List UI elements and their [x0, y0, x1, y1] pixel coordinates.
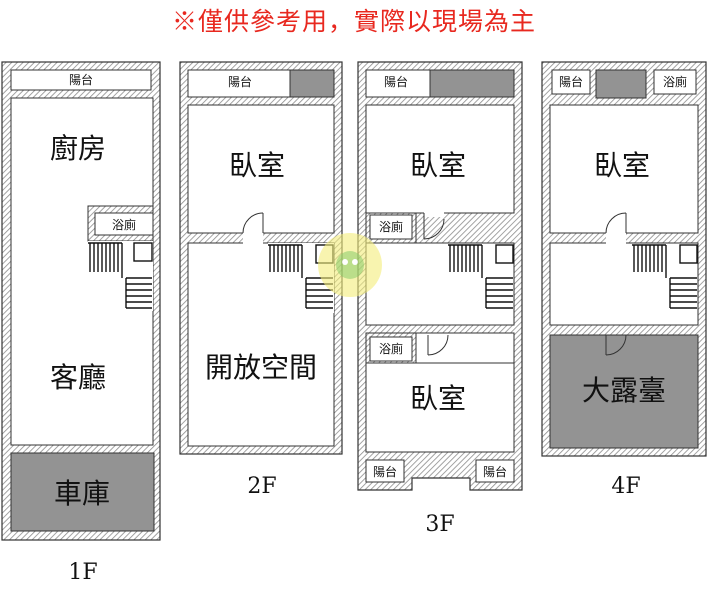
f3-bedroom-rear-label: 臥室 — [410, 382, 466, 415]
floor-1f — [1, 61, 161, 541]
f3-floor-label: 3F — [425, 512, 454, 537]
floor-2f — [179, 61, 343, 455]
f2-open-space-label: 開放空間 — [205, 351, 317, 384]
f3-bathroom-upper-label: 浴廁 — [379, 219, 403, 234]
f2-floor-label: 2F — [247, 474, 276, 499]
watermark-logo — [318, 233, 382, 297]
f4-terrace-label: 大露臺 — [582, 374, 666, 407]
f2-bedroom-label: 臥室 — [229, 149, 285, 182]
f4-bedroom-label: 臥室 — [594, 149, 650, 182]
f3-bathroom-lower-label: 浴廁 — [379, 341, 403, 356]
f1-living-room-label: 客廳 — [50, 361, 106, 394]
f2-balcony-label: 陽台 — [228, 74, 252, 89]
f1-garage-label: 車庫 — [54, 477, 110, 510]
floor-4f — [541, 61, 707, 457]
f4-floor-label: 4F — [611, 474, 640, 499]
f1-floor-label: 1F — [68, 560, 97, 585]
f4-balcony-label: 陽台 — [559, 74, 583, 89]
staircase-1f — [88, 241, 153, 311]
f3-bedroom-front-label: 臥室 — [410, 149, 466, 182]
f3-balcony-right-label: 陽台 — [483, 464, 507, 479]
f4-bathroom-label: 浴廁 — [663, 74, 687, 89]
staircase-4f — [632, 244, 698, 309]
f1-balcony-label: 陽台 — [69, 72, 93, 87]
f3-balcony-left-label: 陽台 — [373, 464, 397, 479]
f3-balcony-label: 陽台 — [384, 74, 408, 89]
floor-3f — [357, 61, 523, 491]
staircase-3f — [448, 244, 514, 309]
disclaimer-text: ※僅供參考用，實際以現場為主 — [171, 7, 536, 36]
f1-kitchen-label: 廚房 — [50, 132, 106, 165]
f1-bathroom-label: 浴廁 — [112, 217, 136, 232]
